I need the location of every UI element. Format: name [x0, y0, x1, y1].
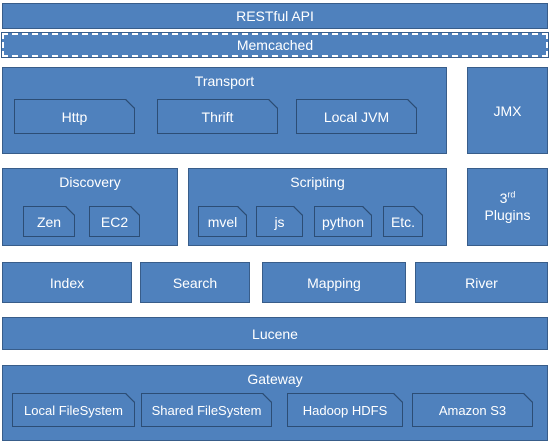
lucene-label: Lucene: [252, 325, 298, 342]
plugins-superscript: rd: [507, 189, 516, 200]
transport-item-http: Http: [14, 99, 135, 134]
transport-module: Transport Http Thrift Local JVM: [2, 67, 447, 154]
gateway-module: Gateway Local FileSystem Shared FileSyst…: [2, 365, 548, 441]
restful-api-label: RESTful API: [236, 8, 314, 24]
search-module: Search: [140, 262, 250, 303]
gateway-item-label: Hadoop HDFS: [302, 402, 388, 418]
scripting-item-label: js: [274, 213, 285, 230]
transport-title: Transport: [194, 73, 255, 89]
discovery-item-zen: Zen: [23, 206, 75, 237]
transport-item-thrift: Thrift: [157, 99, 278, 134]
gateway-item-label: Shared FileSystem: [151, 402, 262, 418]
restful-api-layer: RESTful API: [2, 3, 548, 29]
jmx-module: JMX: [467, 67, 548, 154]
plugins-label: Plugins: [484, 207, 531, 223]
gateway-item-shared-filesystem: Shared FileSystem: [141, 393, 272, 427]
gateway-item-amazon-s3: Amazon S3: [412, 393, 533, 427]
gateway-item-label: Local FileSystem: [24, 402, 123, 418]
index-module: Index: [2, 262, 132, 303]
mapping-label: Mapping: [307, 274, 361, 291]
transport-item-label: Thrift: [201, 108, 234, 125]
gateway-item-local-filesystem: Local FileSystem: [12, 393, 135, 427]
memcached-layer: Memcached: [1, 32, 549, 58]
gateway-title: Gateway: [247, 371, 303, 387]
plugins-module: 3rd Plugins: [467, 168, 548, 246]
scripting-item-etc: Etc.: [383, 206, 423, 237]
scripting-item-label: mvel: [207, 213, 238, 230]
gateway-item-hadoop-hdfs: Hadoop HDFS: [287, 393, 403, 427]
discovery-item-label: Zen: [36, 213, 62, 230]
transport-item-local-jvm: Local JVM: [296, 99, 417, 134]
scripting-title: Scripting: [290, 174, 345, 190]
scripting-item-mvel: mvel: [198, 206, 247, 237]
transport-item-label: Http: [61, 108, 88, 125]
scripting-module: Scripting mvel js python Etc.: [188, 168, 447, 246]
discovery-item-ec2: EC2: [89, 206, 140, 237]
river-module: River: [415, 262, 548, 303]
lucene-layer: Lucene: [2, 317, 548, 350]
scripting-item-js: js: [256, 206, 303, 237]
index-label: Index: [49, 274, 85, 291]
scripting-item-label: Etc.: [390, 213, 416, 230]
memcached-label: Memcached: [236, 37, 314, 53]
search-label: Search: [172, 274, 218, 291]
transport-item-label: Local JVM: [323, 108, 390, 125]
discovery-item-label: EC2: [100, 213, 129, 230]
plugins-ordinal: 3rd: [500, 190, 516, 207]
gateway-item-label: Amazon S3: [438, 402, 507, 418]
plugins-number: 3: [499, 190, 508, 206]
river-label: River: [465, 274, 498, 291]
mapping-module: Mapping: [262, 262, 406, 303]
scripting-item-python: python: [314, 206, 372, 237]
jmx-label: JMX: [493, 102, 522, 119]
discovery-title: Discovery: [59, 174, 121, 190]
scripting-item-label: python: [321, 213, 365, 230]
discovery-module: Discovery Zen EC2: [2, 168, 178, 246]
